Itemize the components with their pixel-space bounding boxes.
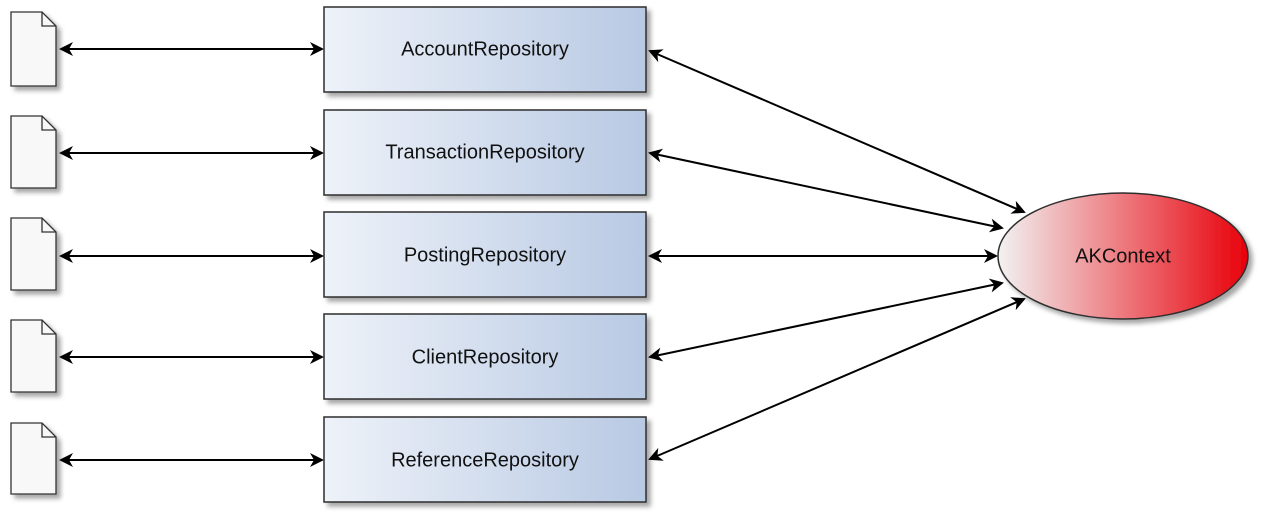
document-icon [10,319,57,393]
document-icon [10,422,57,495]
repository-context-connector [648,297,1026,461]
document-icon [10,115,57,189]
repository-context-connector [648,49,1026,214]
repository-label: TransactionRepository [385,141,584,163]
repository-node-account: AccountRepository [323,6,647,93]
repository-label: PostingRepository [404,244,566,266]
repository-context-connector [648,278,1004,362]
document-icon [10,217,57,291]
repository-node-transaction: TransactionRepository [323,109,647,196]
repository-context-connector [648,148,1004,233]
repository-node-posting: PostingRepository [323,211,647,298]
repository-label: ReferenceRepository [391,449,579,471]
repository-label: AccountRepository [401,38,569,60]
context-node: AKContext [997,192,1249,320]
document-icon [10,11,57,87]
repository-node-client: ClientRepository [323,313,647,400]
repository-label: ClientRepository [412,346,559,368]
context-label: AKContext [1075,245,1171,267]
repository-node-reference: ReferenceRepository [323,416,647,503]
